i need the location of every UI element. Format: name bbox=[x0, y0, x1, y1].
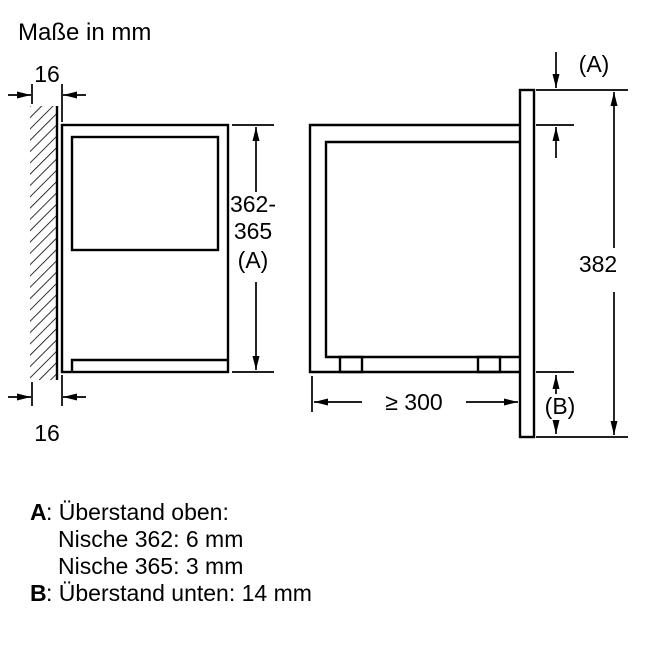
units-note: Maße in mm bbox=[18, 19, 151, 46]
appliance-base-line bbox=[70, 358, 228, 372]
dim-label-overhang-bottom: (B) bbox=[545, 393, 576, 419]
legend: A : Überstand oben: Nische 362: 6 mm Nis… bbox=[30, 499, 312, 606]
left-view: 16 16 362- 365 (A) bbox=[8, 61, 276, 446]
legend-a-item1: Nische 362: 6 mm bbox=[58, 526, 243, 552]
dim-label-depth: ≥ 300 bbox=[385, 389, 442, 415]
legend-b-text: : Überstand unten: 14 mm bbox=[46, 580, 312, 606]
legend-a-key: A bbox=[30, 499, 47, 525]
niche-cavity bbox=[324, 140, 520, 359]
dim-label-height-2: 365 bbox=[234, 218, 272, 244]
legend-a-item2: Nische 365: 3 mm bbox=[58, 553, 243, 579]
appliance-foot-right bbox=[476, 355, 502, 374]
legend-b-key: B bbox=[30, 580, 47, 606]
dim-label-overhang-top: (A) bbox=[579, 51, 610, 77]
niche-outline bbox=[308, 123, 520, 374]
appliance-body-inner bbox=[70, 135, 220, 252]
front-panel bbox=[518, 88, 536, 439]
appliance-foot-left bbox=[338, 355, 364, 374]
dim-label-height-3: (A) bbox=[238, 247, 269, 273]
dim-label-16-top: 16 bbox=[34, 61, 60, 87]
right-view: (A) 382 ≥ 300 (B) bbox=[308, 51, 628, 439]
dim-label-382: 382 bbox=[579, 251, 617, 277]
legend-a-text: : Überstand oben: bbox=[46, 499, 229, 525]
dim-label-16-bottom: 16 bbox=[34, 420, 60, 446]
appliance-outline bbox=[60, 123, 230, 374]
dim-label-height-1: 362- bbox=[230, 191, 276, 217]
wall-hatch bbox=[30, 106, 57, 380]
